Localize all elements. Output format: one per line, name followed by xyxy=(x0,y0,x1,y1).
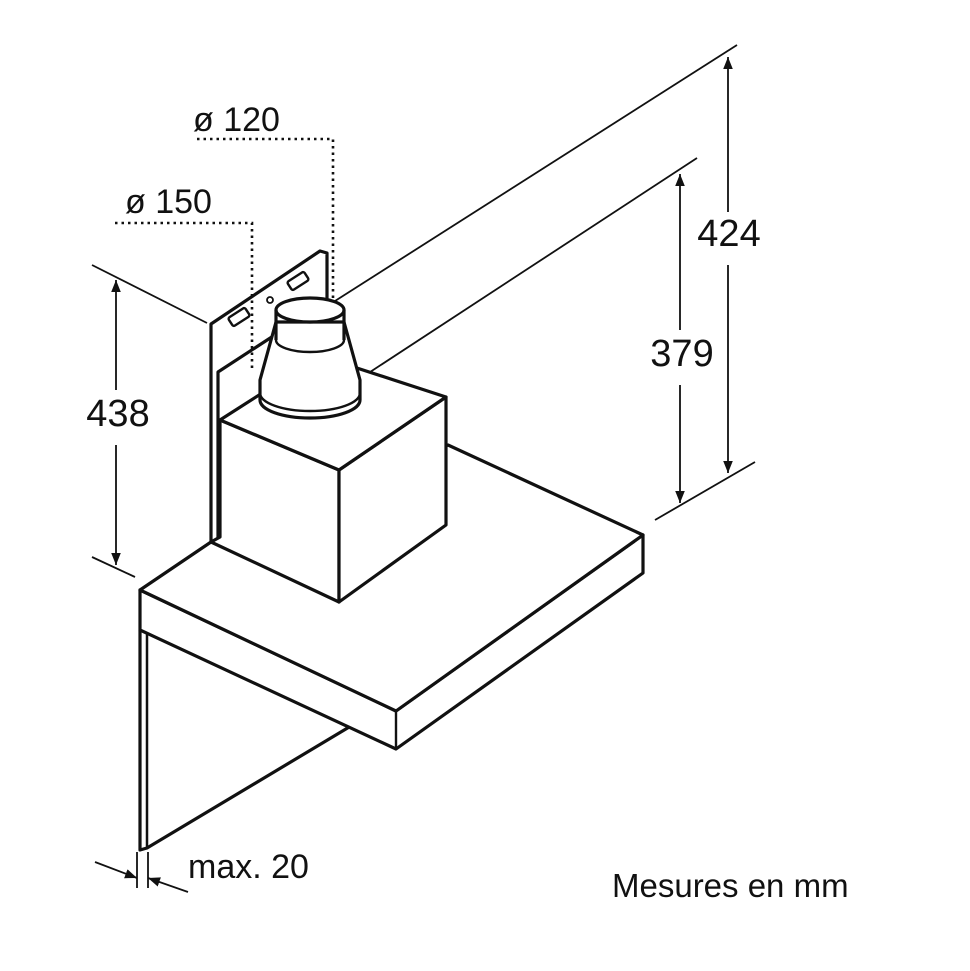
dimension-arrows xyxy=(94,57,733,893)
hood-canopy xyxy=(138,443,645,751)
extension-lines xyxy=(91,44,756,578)
label-duct-150: ø 150 xyxy=(125,183,212,221)
label-height-438: 438 xyxy=(86,393,149,435)
label-height-424: 424 xyxy=(697,213,760,255)
label-duct-120: ø 120 xyxy=(193,101,280,139)
label-max-gap: max. 20 xyxy=(188,848,309,886)
duct-connector xyxy=(258,296,362,420)
diameter-leaders xyxy=(115,137,335,370)
units-note: Mesures en mm xyxy=(612,867,849,904)
label-height-379: 379 xyxy=(650,333,713,375)
